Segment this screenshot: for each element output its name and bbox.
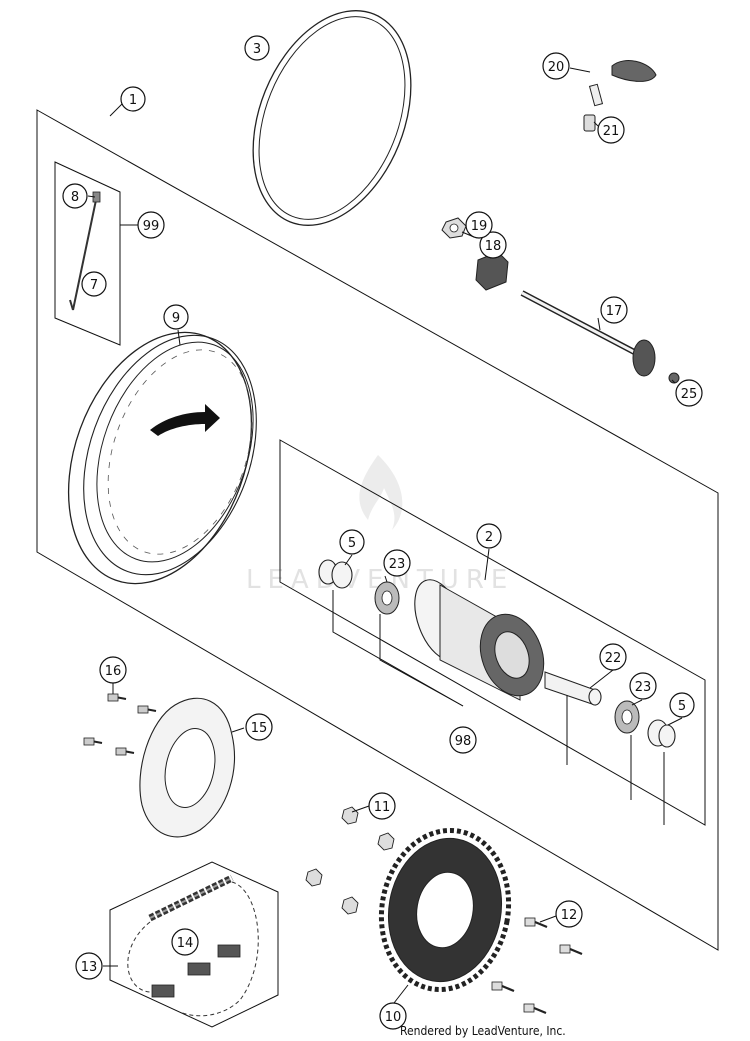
svg-text:8: 8 bbox=[71, 190, 79, 205]
bearing-right bbox=[614, 700, 640, 734]
callout-17: 17 bbox=[600, 296, 628, 324]
axle-assembly bbox=[441, 217, 680, 384]
svg-text:14: 14 bbox=[177, 936, 194, 951]
callout-20: 20 bbox=[542, 52, 570, 80]
callout-22: 22 bbox=[599, 643, 627, 671]
callout-98: 98 bbox=[449, 726, 477, 754]
svg-text:17: 17 bbox=[606, 304, 623, 319]
svg-text:9: 9 bbox=[172, 311, 180, 326]
callout-1: 1 bbox=[120, 86, 146, 112]
spoke-kit-frame bbox=[54, 161, 121, 346]
valve-nut bbox=[583, 114, 596, 132]
chain-link-2 bbox=[187, 962, 211, 976]
callout-23b: 23 bbox=[629, 672, 657, 700]
svg-text:21: 21 bbox=[603, 124, 620, 139]
chain-link-1 bbox=[217, 944, 241, 958]
svg-text:19: 19 bbox=[471, 219, 488, 234]
callout-5b: 5 bbox=[669, 692, 695, 718]
svg-text:5: 5 bbox=[348, 536, 356, 551]
leader-lines bbox=[87, 67, 683, 1004]
svg-text:11: 11 bbox=[374, 800, 391, 815]
svg-text:3: 3 bbox=[253, 42, 261, 57]
callout-21: 21 bbox=[597, 116, 625, 144]
svg-text:20: 20 bbox=[548, 60, 565, 75]
svg-text:18: 18 bbox=[485, 239, 502, 254]
callout-11: 11 bbox=[368, 792, 396, 820]
sprocket bbox=[378, 827, 512, 993]
callout-19: 19 bbox=[465, 211, 493, 239]
brake-disc bbox=[139, 697, 235, 838]
svg-text:1: 1 bbox=[129, 93, 137, 108]
chain bbox=[127, 874, 259, 1017]
callout-3: 3 bbox=[244, 35, 270, 61]
callout-5a: 5 bbox=[339, 529, 365, 555]
callout-15: 15 bbox=[245, 713, 273, 741]
spacer-left bbox=[318, 559, 353, 589]
callout-25: 25 bbox=[675, 379, 703, 407]
svg-text:13: 13 bbox=[81, 960, 98, 975]
svg-text:23: 23 bbox=[635, 680, 652, 695]
valve-cap bbox=[583, 60, 657, 132]
chain-link-3 bbox=[151, 984, 175, 998]
callout-7: 7 bbox=[81, 271, 107, 297]
svg-text:23: 23 bbox=[389, 557, 406, 572]
callout-12: 12 bbox=[555, 900, 583, 928]
credit-text: Rendered by LeadVenture, Inc. bbox=[400, 1024, 566, 1038]
watermark: LEADVENTURE bbox=[246, 455, 507, 595]
svg-text:99: 99 bbox=[143, 219, 160, 234]
callout-23a: 23 bbox=[383, 549, 411, 577]
spacer-right bbox=[647, 719, 676, 748]
callout-8: 8 bbox=[62, 183, 88, 209]
svg-text:12: 12 bbox=[561, 908, 578, 923]
tire bbox=[252, 10, 412, 226]
svg-text:25: 25 bbox=[681, 387, 698, 402]
svg-text:16: 16 bbox=[105, 664, 122, 679]
rim bbox=[67, 331, 257, 585]
hub-bracket-lines bbox=[332, 590, 665, 825]
distance-sleeve bbox=[544, 671, 602, 706]
hub-subframe bbox=[279, 439, 706, 826]
svg-text:22: 22 bbox=[605, 651, 622, 666]
svg-text:7: 7 bbox=[90, 278, 98, 293]
svg-text:2: 2 bbox=[485, 530, 493, 545]
svg-text:10: 10 bbox=[385, 1010, 402, 1025]
callout-16: 16 bbox=[99, 656, 127, 684]
callout-13: 13 bbox=[75, 952, 103, 980]
callout-99: 99 bbox=[137, 211, 165, 239]
rotation-arrow bbox=[150, 404, 220, 436]
disc-bolts bbox=[83, 693, 157, 756]
callout-14: 14 bbox=[171, 928, 199, 956]
callout-2: 2 bbox=[476, 523, 502, 549]
assembly-frame bbox=[36, 109, 719, 951]
bearing-left bbox=[374, 581, 400, 615]
svg-text:98: 98 bbox=[455, 734, 472, 749]
sprocket-bolts bbox=[491, 917, 583, 1015]
axle-plug bbox=[668, 372, 680, 384]
svg-text:5: 5 bbox=[678, 699, 686, 714]
svg-text:15: 15 bbox=[251, 721, 268, 736]
callout-9: 9 bbox=[163, 304, 189, 330]
hub bbox=[414, 579, 545, 701]
callout-18: 18 bbox=[479, 231, 507, 259]
chain-kit-frame bbox=[109, 861, 279, 1028]
callout-10: 10 bbox=[379, 1002, 407, 1030]
axle-head bbox=[632, 339, 656, 377]
